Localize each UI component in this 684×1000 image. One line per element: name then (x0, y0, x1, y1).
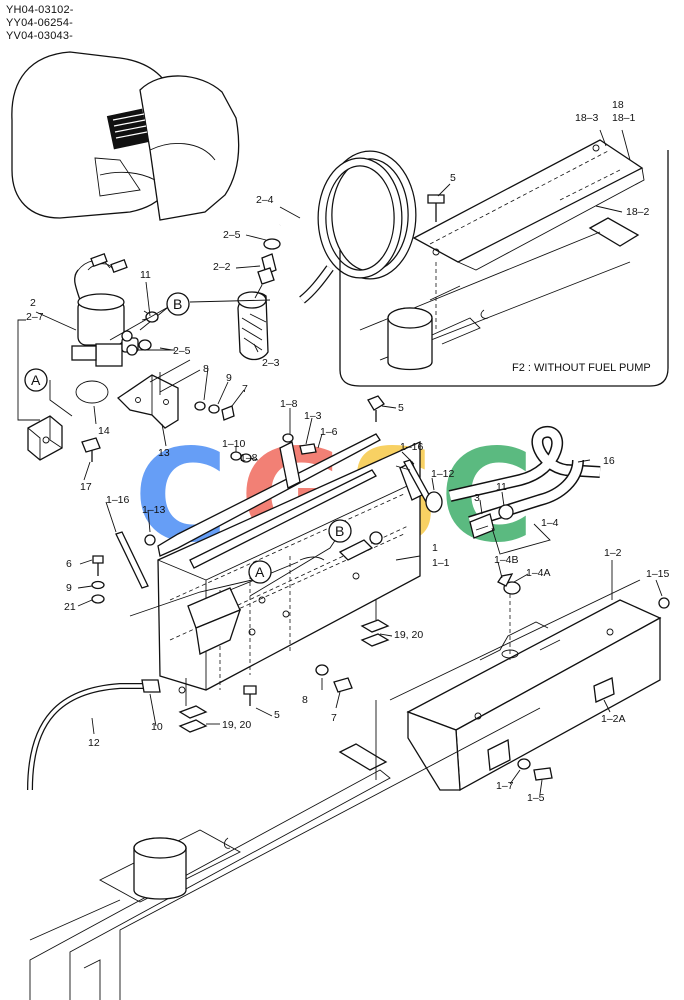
part-label-2-2: 2–2 (213, 261, 231, 273)
part-label-5-lower: 5 (274, 709, 280, 721)
part-label-1-8b: 1–8 (240, 452, 258, 464)
return-hose (425, 426, 601, 539)
part-label-7: 7 (242, 383, 248, 395)
part-label-1-6: 1–6 (320, 426, 338, 438)
part-label-19-20-left: 19, 20 (222, 719, 251, 731)
callout-b-label: B (173, 296, 182, 312)
part-label-11: 11 (140, 269, 151, 281)
part-label-1-12: 1–12 (431, 468, 455, 480)
pump-bracket (116, 359, 201, 429)
part-label-2-5b: 2–5 (173, 345, 191, 357)
battery-tray (157, 440, 421, 694)
model-code-3: YV04-03043- (6, 30, 74, 42)
part-label-9: 9 (226, 372, 232, 384)
tray-rails (144, 433, 425, 569)
machine-thumbnail (11, 51, 240, 221)
part-label-8b: 8 (302, 694, 308, 706)
part-label-16: 16 (603, 455, 615, 467)
part-label-18-2: 18–2 (626, 206, 650, 218)
part-label-1-1: 1–1 (432, 557, 450, 569)
bolt-and-washers-left (91, 555, 105, 604)
part-labels: 2 2–7 11 2–4 2–5 2–2 2–5 2–3 5 18 18–1 1… (26, 99, 670, 804)
part-label-6: 6 (66, 558, 72, 570)
inset-f2-view: F2 : WITHOUT FUEL PUMP (339, 139, 669, 387)
part-label-18: 18 (612, 99, 624, 111)
part-label-1-4a: 1–4A (526, 567, 551, 579)
fuel-tank (406, 573, 670, 792)
part-label-18-1: 18–1 (612, 112, 636, 124)
part-label-2: 2 (30, 297, 36, 309)
part-label-13: 13 (158, 447, 170, 459)
callout-a-lower: A (248, 560, 272, 584)
part-label-1-2a: 1–2A (601, 713, 626, 725)
part-label-10: 10 (151, 721, 163, 733)
part-label-1-2: 1–2 (604, 547, 622, 559)
part-label-7b: 7 (331, 712, 337, 724)
part-label-9b: 9 (66, 582, 72, 594)
part-label-1-7: 1–7 (496, 780, 514, 792)
part-label-1-8: 1–8 (280, 398, 298, 410)
part-label-1-5: 1–5 (527, 792, 545, 804)
fuel-pump-assembly (71, 253, 175, 404)
inset-note: F2 : WITHOUT FUEL PUMP (512, 362, 651, 374)
hose-fittings (237, 238, 281, 361)
part-label-14: 14 (98, 425, 110, 437)
callout-a-upper: A (24, 368, 48, 392)
part-label-2-4: 2–4 (256, 194, 274, 206)
part-label-1-10: 1–10 (222, 438, 246, 450)
part-label-1-16: 1–16 (400, 441, 424, 453)
callout-a-label: A (31, 372, 41, 388)
wire-12 (27, 679, 161, 791)
model-code-2: YY04-06254- (6, 17, 74, 29)
fasteners-upper (194, 395, 385, 463)
part-label-1: 1 (432, 542, 438, 554)
lower-frame (29, 579, 641, 1000)
part-label-3: 3 (474, 492, 480, 504)
part-label-2-3: 2–3 (262, 357, 280, 369)
part-label-2-7: 2–7 (26, 311, 44, 323)
part-label-21: 21 (64, 601, 76, 613)
part-label-1-16b: 1–16 (106, 494, 130, 506)
part-label-18-3: 18–3 (575, 112, 599, 124)
fuel-hose-coil (277, 150, 417, 304)
callout-b-upper: B (166, 292, 190, 316)
part-label-5-inset: 5 (450, 172, 456, 184)
part-label-12: 12 (88, 737, 100, 749)
fasteners-lower (178, 600, 390, 733)
part-label-1-13: 1–13 (142, 504, 166, 516)
part-label-8: 8 (203, 363, 209, 375)
part-label-11b: 11 (496, 481, 507, 493)
part-label-1-4b: 1–4B (494, 554, 519, 566)
part-label-5-main: 5 (398, 402, 404, 414)
model-code-1: YH04-03102- (6, 4, 74, 16)
part-label-1-4: 1–4 (541, 517, 559, 529)
callout-b-lower: B (328, 519, 352, 543)
part-label-17: 17 (80, 481, 92, 493)
callout-b-label-2: B (335, 523, 344, 539)
part-label-1-3: 1–3 (304, 410, 322, 422)
part-label-19-20-right: 19, 20 (394, 629, 423, 641)
part-label-2-5: 2–5 (223, 229, 241, 241)
part-label-1-15: 1–15 (646, 568, 670, 580)
switch-bracket (27, 415, 101, 462)
callout-a-label-2: A (255, 564, 265, 580)
